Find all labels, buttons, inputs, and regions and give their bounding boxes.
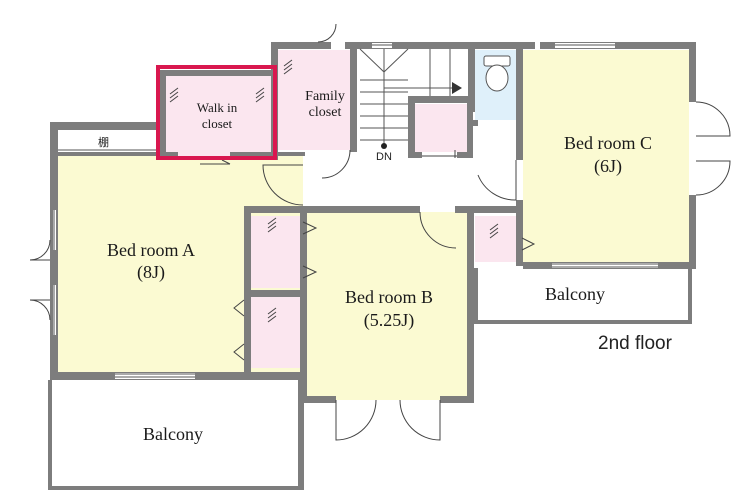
closet-c-area (475, 216, 519, 262)
shelf-label: 棚 (98, 135, 109, 149)
balcony-right-label: Balcony (545, 284, 605, 304)
walk-in-closet-label-2: closet (202, 116, 233, 131)
hall-closet-area (415, 104, 467, 152)
balcony-left-label: Balcony (143, 424, 203, 444)
walk-in-closet-highlight (156, 65, 277, 160)
closet-a-lower-area (250, 296, 300, 368)
bedroom-c-area (523, 50, 689, 265)
doors (29, 23, 731, 441)
shelf-marks (169, 59, 499, 323)
bedroom-b-area (305, 212, 469, 400)
toilet-icon (483, 55, 511, 92)
closet-a-upper-area (250, 216, 300, 288)
family-closet-label-2: closet (309, 105, 342, 120)
bedroom-b-size: (5.25J) (364, 310, 415, 331)
family-closet-label-1: Family (305, 89, 345, 104)
family-closet-area (278, 50, 350, 150)
bedroom-a-name: Bed room A (107, 240, 195, 260)
walk-in-closet-area (165, 74, 271, 156)
bedroom-a-size: (8J) (137, 262, 165, 283)
staircase (359, 48, 462, 149)
bedroom-c-name: Bed room C (564, 133, 652, 153)
walk-in-closet-label-1: Walk in (197, 100, 238, 115)
stairs-dn-label: DN (376, 151, 392, 163)
windows (53, 43, 695, 379)
bedroom-c-size: (6J) (594, 156, 622, 177)
floor-label: 2nd floor (598, 333, 673, 354)
bedroom-b-name: Bed room B (345, 287, 433, 307)
